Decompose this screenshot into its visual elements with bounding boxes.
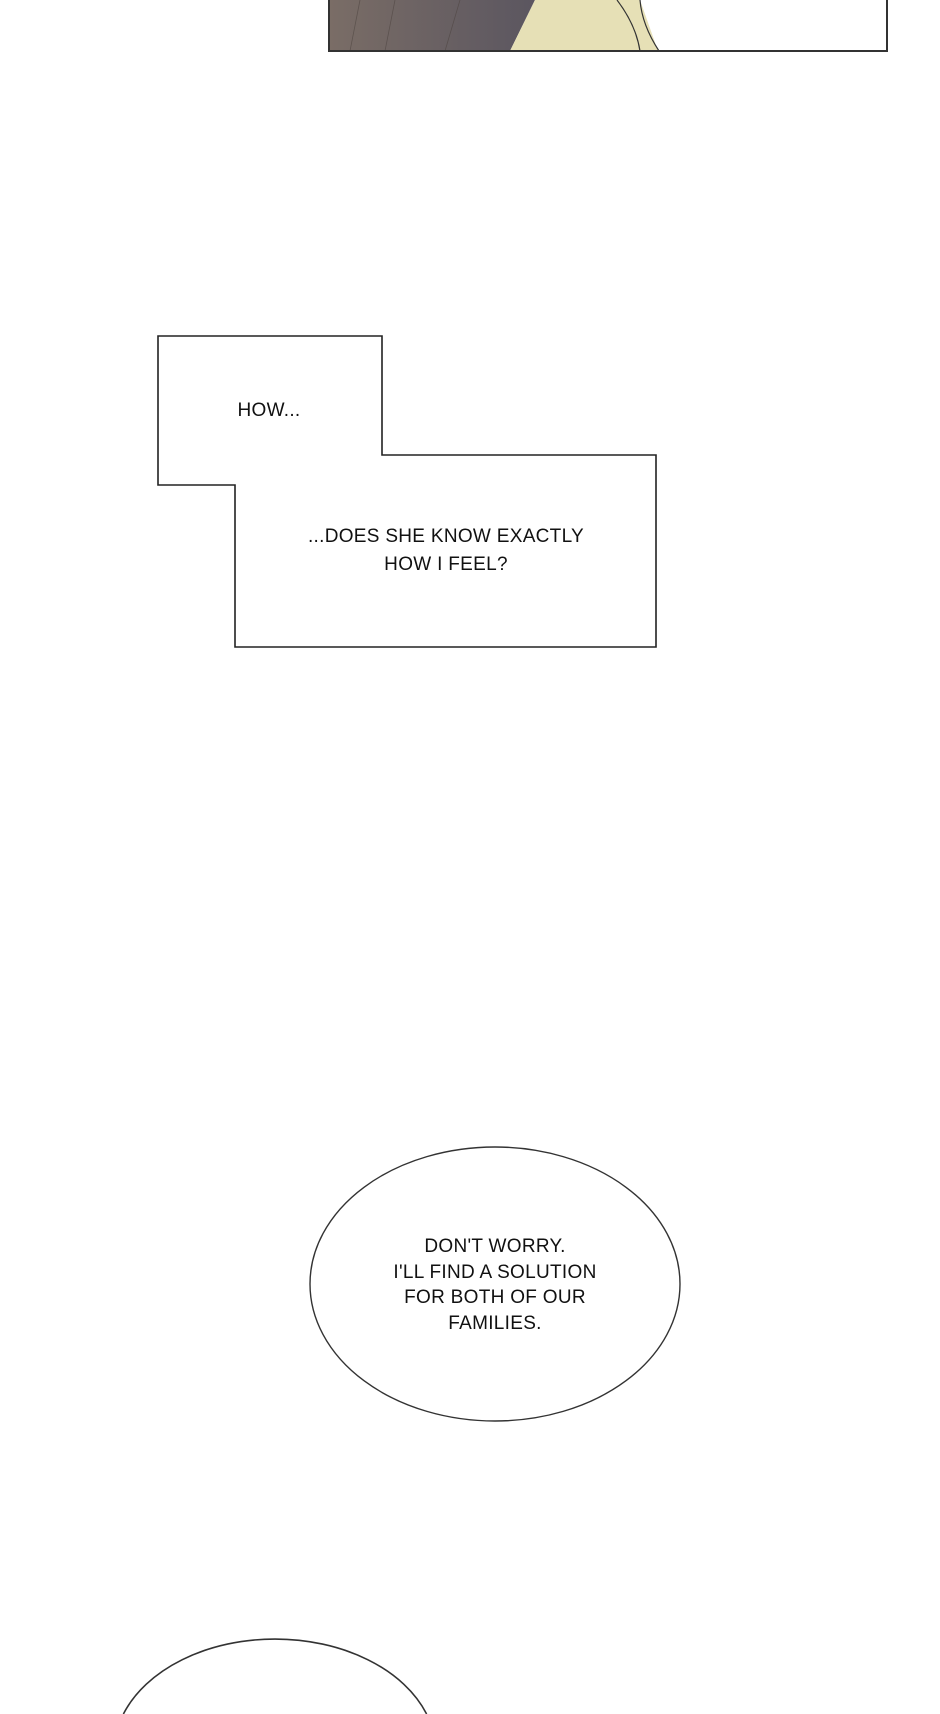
- speech-line-3: FOR BOTH OF OUR: [404, 1287, 586, 1308]
- speech-line-1: DON'T WORRY.: [424, 1236, 566, 1257]
- speech-bubble: [309, 1146, 681, 1422]
- caption-text-line3: HOW I FEEL?: [384, 554, 508, 575]
- speech-line-4: FAMILIES.: [448, 1313, 542, 1334]
- speech-bubble-partial: [122, 1638, 428, 1714]
- caption-text-how: HOW...: [237, 400, 301, 421]
- top-illustration-panel: [328, 0, 888, 52]
- caption-box: [157, 335, 657, 648]
- caption-text-line2: ...DOES SHE KNOW EXACTLY: [307, 526, 585, 547]
- speech-line-2: I'LL FIND A SOLUTION: [393, 1262, 597, 1283]
